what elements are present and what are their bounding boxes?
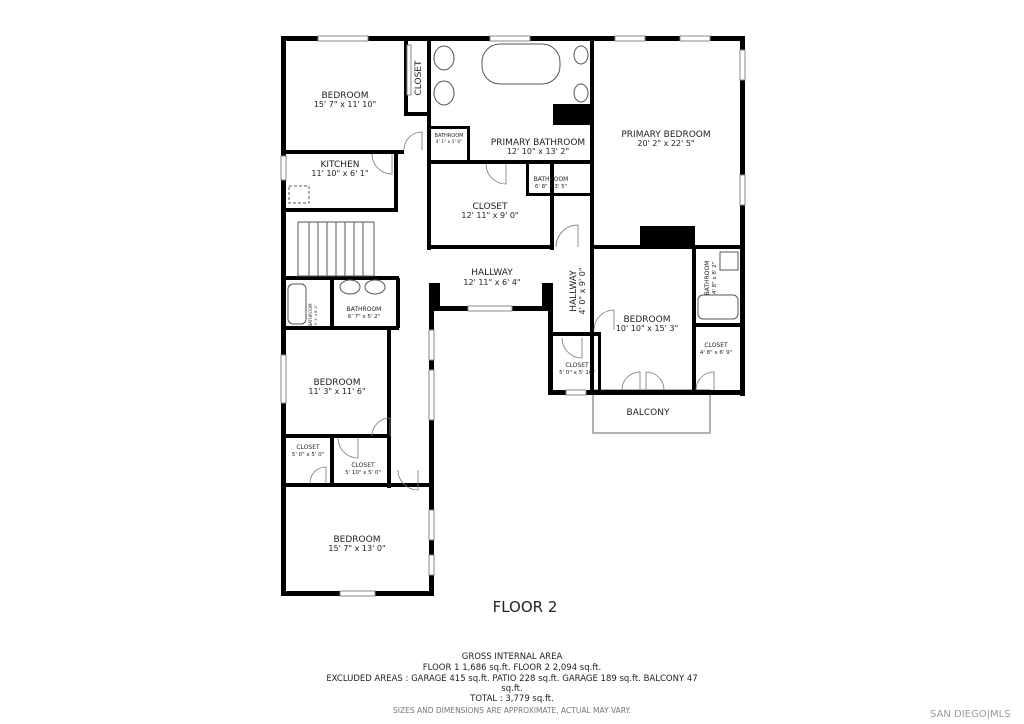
room-dims: 5' 0" x 5' 10"	[559, 370, 595, 376]
sink-icon	[573, 83, 589, 103]
room-name: CLOSET	[565, 362, 589, 369]
room-name: BATHROOM	[534, 176, 569, 183]
room-dims: 12' 11" x 6' 4"	[463, 278, 520, 287]
room-labels: BEDROOM 15' 7" x 11' 10" CLOSET KITCHEN …	[292, 60, 732, 553]
windows	[280, 35, 746, 597]
room-name: CLOSET	[351, 462, 375, 469]
room-name: BEDROOM	[624, 315, 671, 325]
room-dims: 6' 7" x 5' 2"	[348, 314, 380, 320]
room-name: CLOSET	[704, 342, 728, 349]
room-name: BATHROOM	[435, 133, 464, 139]
sink-icon	[433, 80, 455, 106]
area-heading: GROSS INTERNAL AREA	[461, 652, 563, 662]
floor-title: FLOOR 2	[492, 598, 558, 616]
bathtub-icon	[481, 43, 561, 85]
room-name: BEDROOM	[314, 378, 361, 388]
sink-icon	[719, 251, 739, 271]
room-name: BATHROOM	[704, 261, 711, 296]
area-excluded-cont: sq.ft.	[501, 684, 523, 694]
room-name: BATHROOM	[347, 306, 382, 313]
room-name: BEDROOM	[322, 91, 369, 101]
area-floors: FLOOR 1 1,686 sq.ft. FLOOR 2 2,094 sq.ft…	[422, 663, 602, 673]
bathtub-icon	[697, 294, 739, 320]
doors	[309, 131, 715, 491]
room-name: CLOSET	[414, 60, 424, 95]
sink-icon	[339, 279, 361, 295]
room-dims: 11' 3" x 11' 6"	[308, 387, 365, 396]
room-dims: 15' 7" x 13' 0"	[328, 544, 385, 553]
room-dims: 4' 1" x 5' 6"	[436, 139, 462, 145]
room-dims: 5' 0" x 5' 0"	[292, 452, 324, 458]
appliance-icon	[288, 185, 310, 204]
room-dims: 12' 11" x 9' 0"	[461, 211, 518, 220]
area-excluded: EXCLUDED AREAS : GARAGE 415 sq.ft. PATIO…	[326, 674, 698, 684]
room-dims: 11' 10" x 6' 1"	[311, 169, 368, 178]
room-dims: 5' 10" x 5' 0"	[345, 470, 381, 476]
room-dims: 4' 8" x 8' 2"	[712, 262, 718, 294]
room-dims: 10' 10" x 15' 3"	[616, 324, 678, 333]
room-name: HALLWAY	[471, 268, 513, 278]
room-name: PRIMARY BATHROOM	[491, 138, 585, 148]
room-dims: 6' 8" x 3' 5"	[535, 184, 567, 190]
room-dims: 15' 7" x 11' 10"	[314, 100, 376, 109]
sink-icon	[364, 279, 386, 295]
room-dims: 4' 8" x 6' 9"	[700, 350, 732, 356]
room-name: BATHROOM	[308, 303, 313, 327]
disclaimer: SIZES AND DIMENSIONS ARE APPROXIMATE, AC…	[392, 706, 631, 715]
room-dims: 5' 1" x 8' 2"	[314, 304, 318, 325]
room-name: BALCONY	[627, 408, 670, 418]
mls-logo: SAN DIEGO|MLS	[930, 709, 1011, 720]
bathtub-icon	[287, 283, 307, 325]
room-name: HALLWAY	[569, 270, 579, 312]
fixtures	[287, 43, 739, 325]
sink-icon	[433, 45, 455, 71]
room-dims: 4' 0" x 9' 0"	[578, 267, 587, 314]
room-dims: 20' 2" x 22' 5"	[637, 139, 694, 148]
room-name: CLOSET	[473, 202, 508, 212]
area-total: TOTAL : 3,779 sq.ft.	[470, 694, 554, 704]
room-name: BEDROOM	[334, 535, 381, 545]
sink-icon	[573, 45, 589, 65]
room-name: PRIMARY BEDROOM	[621, 130, 710, 140]
room-dims: 12' 10" x 13' 2"	[507, 147, 569, 156]
room-name: CLOSET	[296, 444, 320, 451]
room-name: KITCHEN	[321, 160, 360, 170]
stair-treads	[308, 222, 364, 276]
